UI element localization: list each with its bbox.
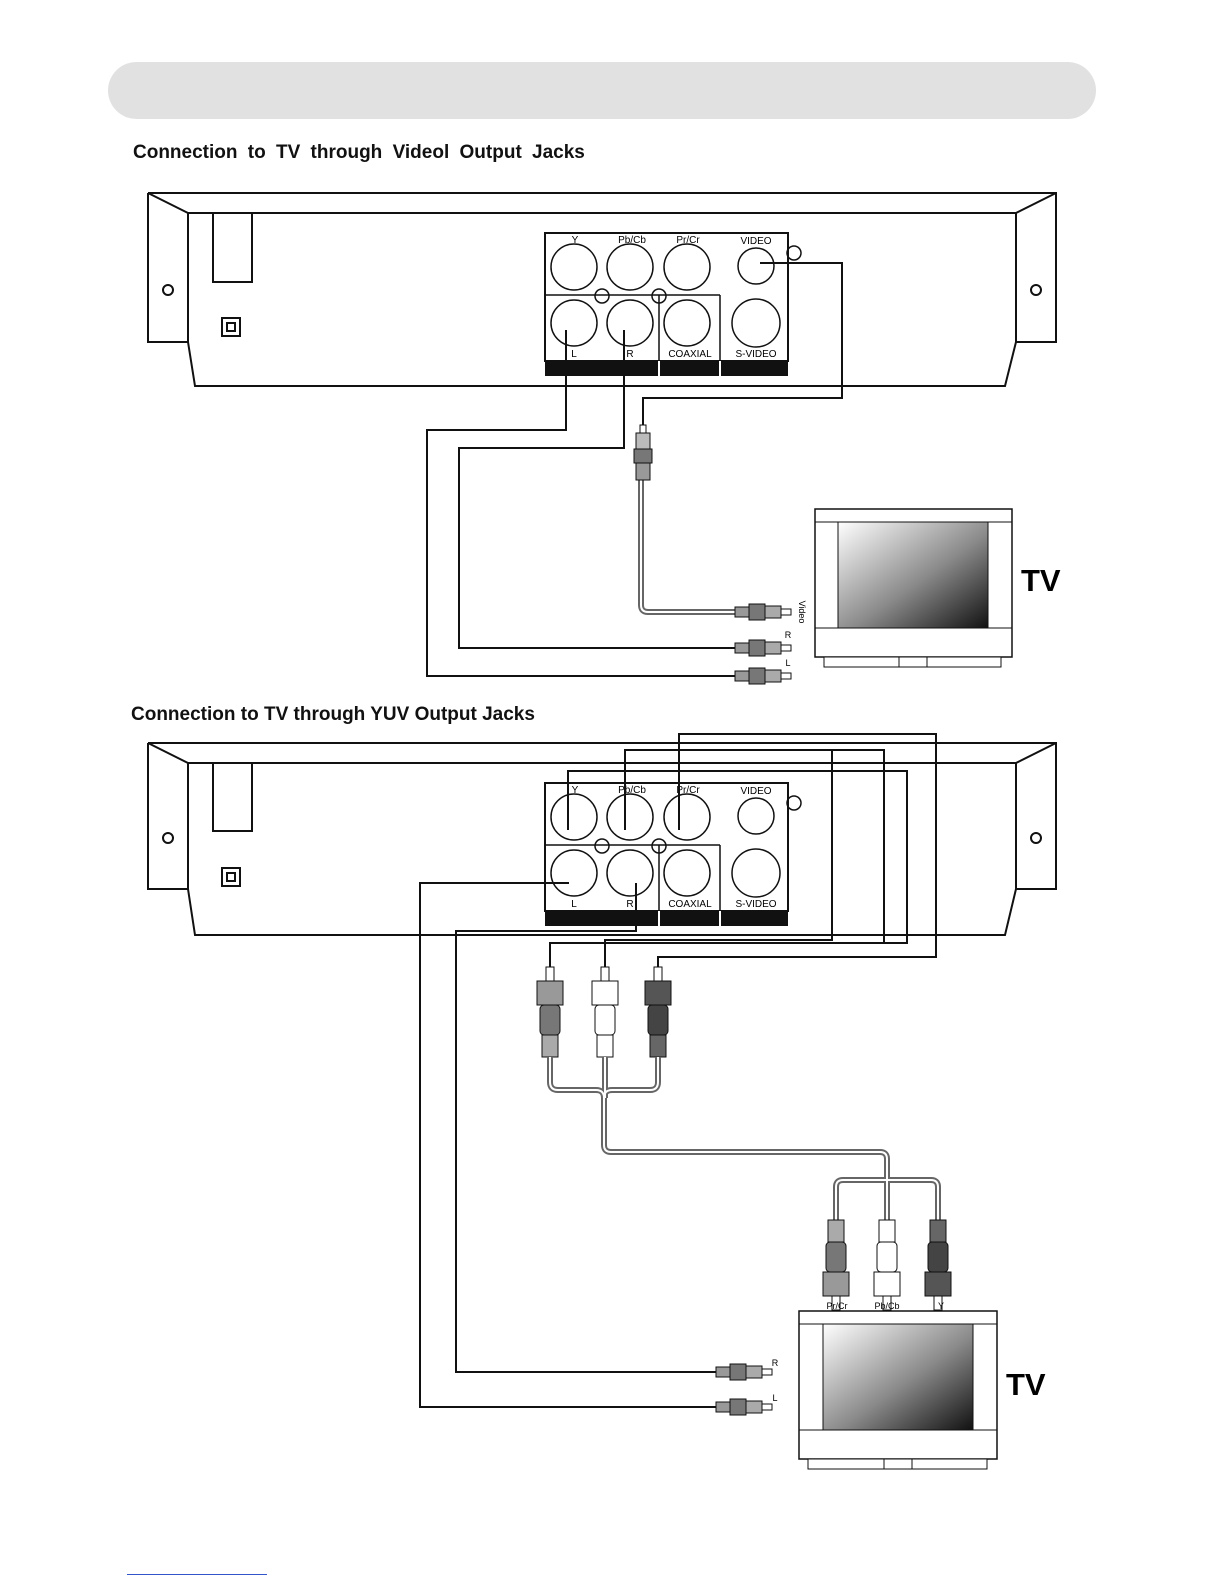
jack-label-y: Y bbox=[572, 785, 579, 796]
tv-input-pr: Pr/Cr bbox=[827, 1301, 848, 1311]
jack-label-pb: Pb/Cb bbox=[618, 235, 646, 246]
jack-label-pb: Pb/Cb bbox=[618, 785, 646, 796]
tv-input-pb: Pb/Cb bbox=[874, 1301, 899, 1311]
tv-input-r: R bbox=[772, 1358, 779, 1368]
tv-input-l: L bbox=[772, 1393, 777, 1403]
yuv-plugs-lower: Pr/Cr Pb/Cb Y bbox=[823, 1220, 951, 1311]
jack-label-r: R bbox=[626, 899, 633, 910]
jack-label-r: R bbox=[626, 349, 633, 360]
jack-panel-2: Y Pb/Cb Pr/Cr VIDEO L R COAXIAL S-VIDEO bbox=[545, 783, 801, 926]
footer-link-underline bbox=[127, 1574, 267, 1575]
jack-panel-1: Y Pb/Cb Pr/Cr VIDEO L R COAXIAL S-VIDEO bbox=[545, 233, 801, 376]
tv-input-y: Y bbox=[938, 1301, 944, 1311]
tv-plugs-2: R L bbox=[716, 1358, 779, 1415]
tv-2 bbox=[799, 1311, 997, 1469]
jack-label-l: L bbox=[571, 349, 577, 360]
jack-label-y: Y bbox=[572, 235, 579, 246]
tv-input-video: Video bbox=[797, 601, 807, 624]
tv-input-l: L bbox=[785, 658, 790, 668]
jack-label-coaxial: COAXIAL bbox=[668, 349, 712, 360]
jack-label-svideo: S-VIDEO bbox=[735, 899, 776, 910]
tv-label-1: TV bbox=[1021, 563, 1061, 598]
jack-label-l: L bbox=[571, 899, 577, 910]
tv-input-r: R bbox=[785, 630, 792, 640]
tv-label-2: TV bbox=[1006, 1367, 1046, 1402]
jack-label-video: VIDEO bbox=[740, 236, 771, 247]
yuv-cable bbox=[550, 1057, 938, 1220]
jack-label-svideo: S-VIDEO bbox=[735, 349, 776, 360]
tv-plugs-1: Video R L bbox=[735, 601, 807, 684]
jack-label-coaxial: COAXIAL bbox=[668, 899, 712, 910]
tv-1 bbox=[815, 509, 1012, 667]
cables-2 bbox=[420, 734, 936, 1407]
jack-label-pr: Pr/Cr bbox=[676, 235, 700, 246]
video-plug-1 bbox=[634, 425, 652, 480]
yuv-plugs-upper bbox=[537, 967, 671, 1057]
jack-label-video: VIDEO bbox=[740, 786, 771, 797]
